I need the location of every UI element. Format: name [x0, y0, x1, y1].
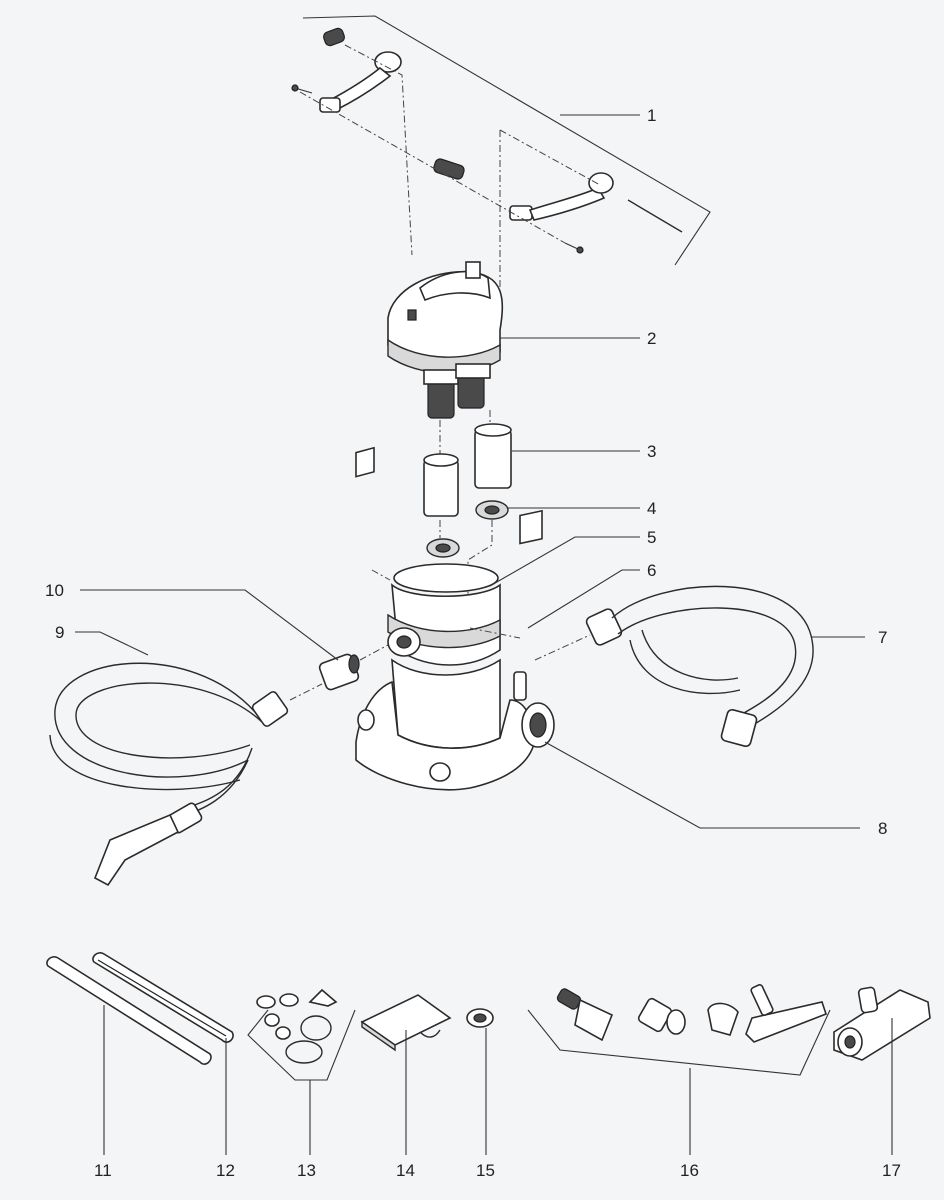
part-5-container: [355, 446, 640, 666]
part-1-handle-assembly: [291, 15, 711, 305]
callout-17: 17: [882, 1161, 901, 1180]
callout-11: 11: [94, 1161, 112, 1180]
knob-part: [323, 27, 345, 47]
part-6-latch: [469, 509, 640, 661]
callout-4: 4: [647, 499, 656, 518]
callout-6: 6: [647, 561, 656, 580]
callout-13: 13: [297, 1161, 316, 1180]
part-8-base: [355, 658, 860, 829]
callout-3: 3: [647, 442, 656, 461]
part-4-seal-rings: [426, 500, 640, 610]
callout-7: 7: [878, 628, 887, 647]
callout-5: 5: [647, 528, 656, 547]
part-2-motor-head: [387, 261, 640, 419]
callout-15: 15: [476, 1161, 495, 1180]
callout-2: 2: [647, 329, 656, 348]
part-11-extension-tube: [46, 956, 212, 1155]
callout-16: 16: [680, 1161, 699, 1180]
callout-1: 1: [647, 106, 656, 125]
part-7-outlet-hose: [585, 585, 865, 748]
callout-12: 12: [216, 1161, 235, 1180]
callout-labels: 1 2 3 4 5 6 7 8 9 10 11 12 13 14 15 16 1…: [45, 106, 901, 1180]
callout-10: 10: [45, 581, 64, 600]
part-16-nozzle-set: [527, 984, 831, 1155]
callout-9: 9: [55, 623, 64, 642]
callout-14: 14: [396, 1161, 415, 1180]
right-handle-arm: [509, 172, 614, 221]
part-10-adapter: [80, 589, 389, 701]
part-13-seal-set: [247, 988, 356, 1155]
part-3-filter-sleeves: [423, 410, 640, 517]
part-15-connector: [466, 1008, 494, 1155]
part-14-filter-mat: [360, 994, 452, 1155]
left-handle-arm: [319, 51, 402, 113]
part-17-floor-tool: [833, 986, 931, 1155]
part-12-extension-tube: [92, 952, 234, 1155]
part-9-suction-hose: [49, 631, 289, 887]
callout-8: 8: [878, 819, 887, 838]
